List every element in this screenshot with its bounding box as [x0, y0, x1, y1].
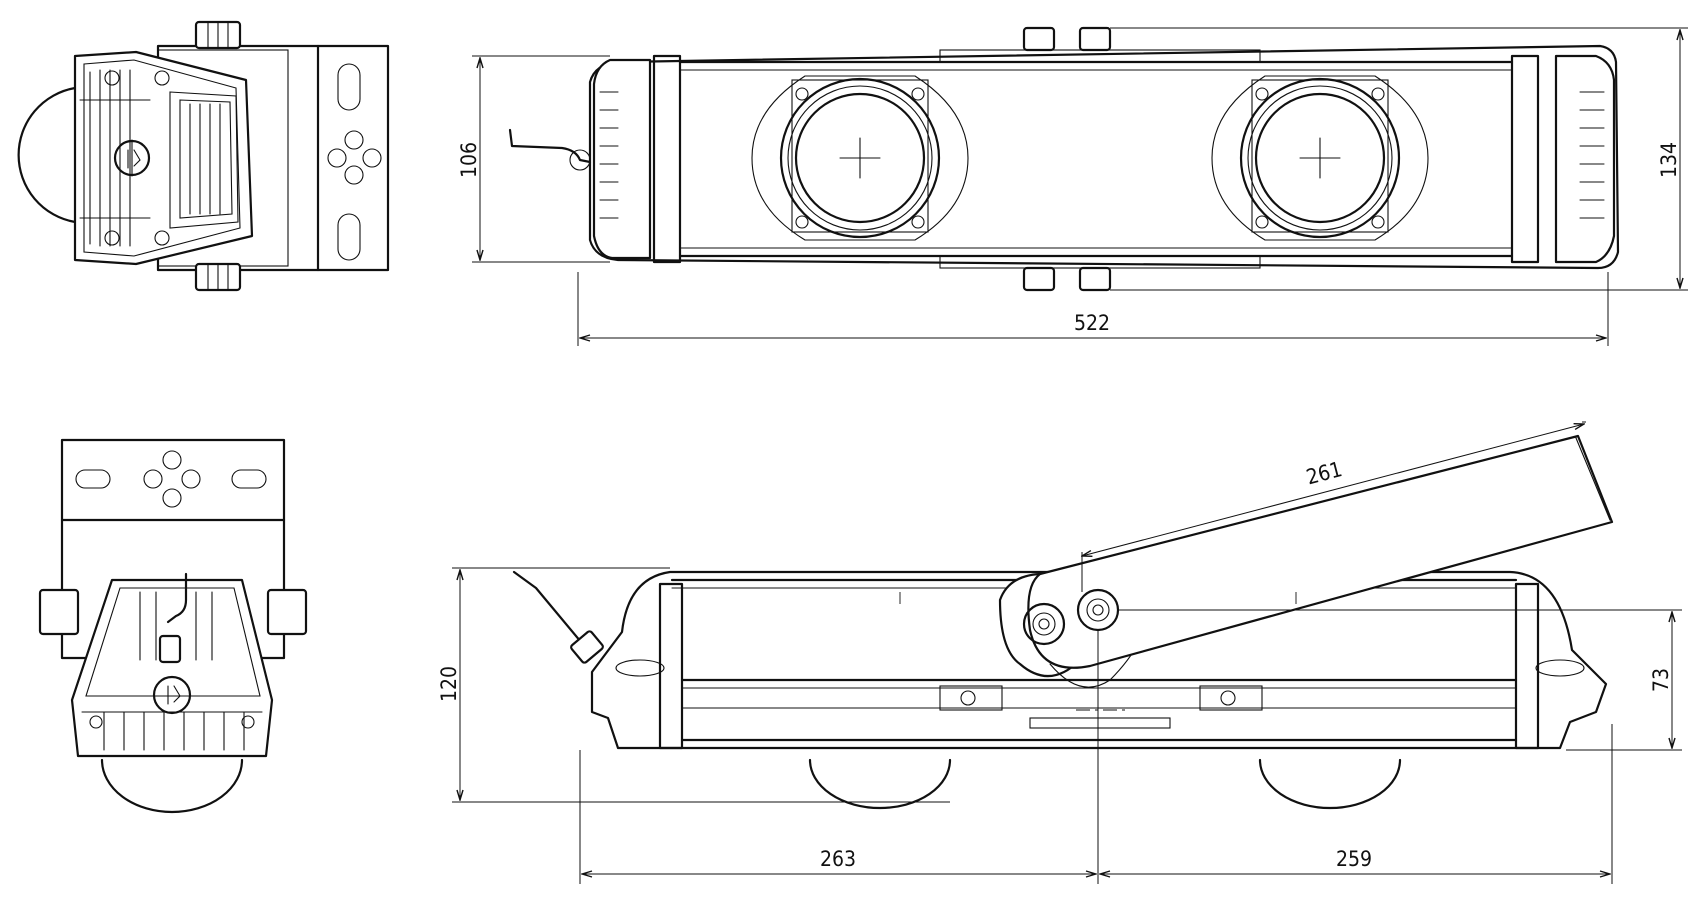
- top-view: [508, 26, 1620, 292]
- front-view-bottom: [38, 438, 308, 814]
- front-view-top: [17, 20, 390, 292]
- dimension-arm-length: 261: [1304, 457, 1345, 489]
- dimension-side-view-height: 120: [437, 666, 461, 702]
- side-view-dimensions: [452, 421, 1682, 884]
- dimension-overall-length: 522: [1074, 311, 1110, 335]
- side-view: [512, 434, 1614, 810]
- dimension-right-span: 259: [1336, 847, 1372, 871]
- dimension-left-span: 263: [820, 847, 856, 871]
- dimension-pivot-height: 73: [1649, 668, 1673, 692]
- top-view-dimensions: [472, 27, 1688, 346]
- dimension-top-view-inner-height: 106: [457, 142, 481, 178]
- dimension-top-view-height: 134: [1657, 142, 1681, 178]
